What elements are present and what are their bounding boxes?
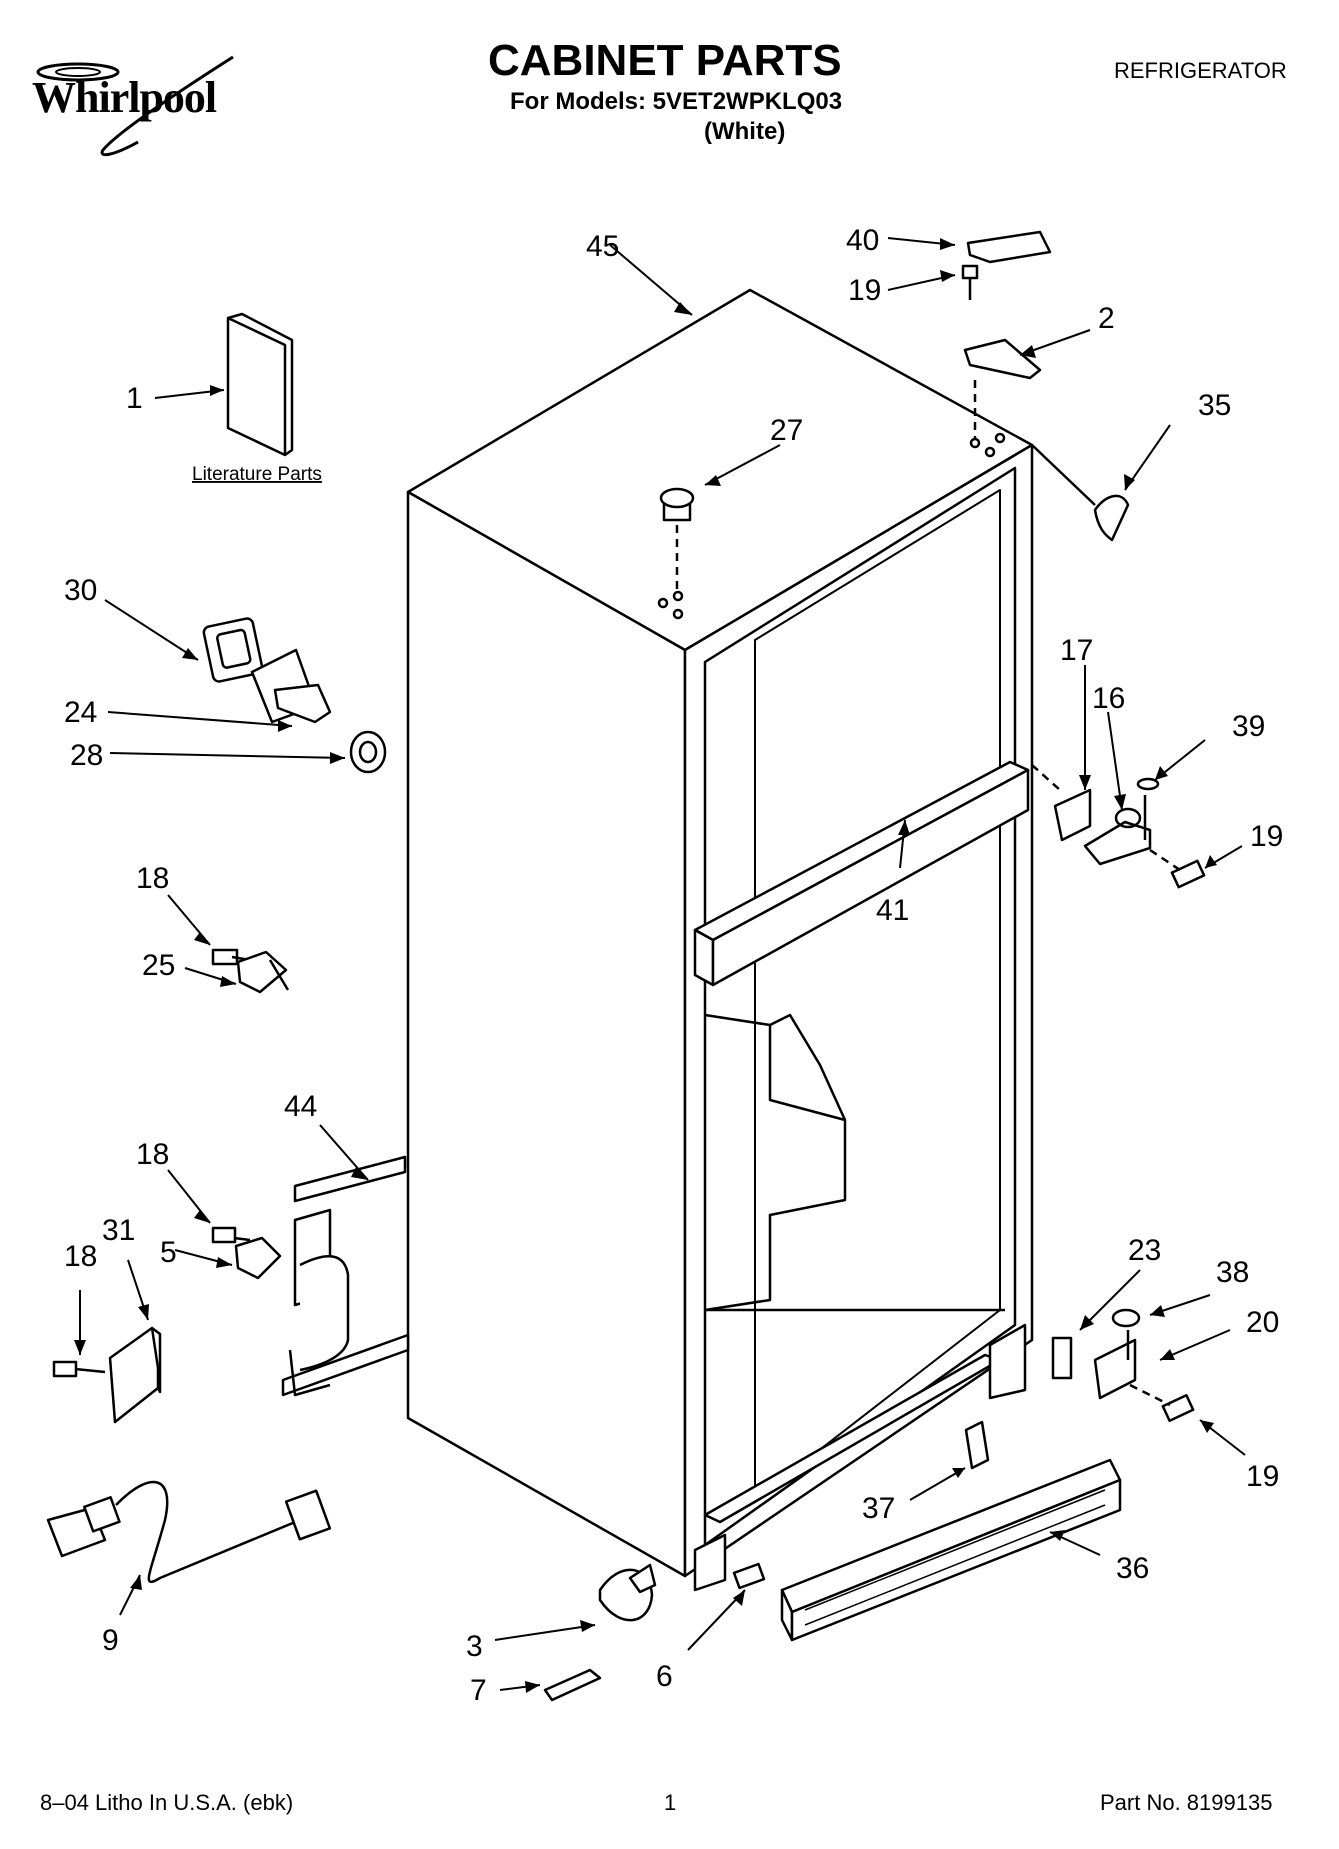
callout-38: 38 [1216,1256,1249,1289]
callout-25: 25 [142,949,175,982]
page-title: CABINET PARTS [488,36,842,85]
callout-3: 3 [466,1630,483,1663]
callout-40: 40 [846,224,879,257]
callout-19-mid: 19 [1250,820,1283,853]
callout-23: 23 [1128,1234,1161,1267]
cabinet-shell [406,288,1034,1592]
callout-31: 31 [102,1214,135,1247]
callout-39: 39 [1232,710,1265,743]
callout-18-c: 18 [64,1240,97,1273]
callout-18-a: 18 [136,862,169,895]
callout-28: 28 [70,739,103,772]
page-number: 1 [664,1790,677,1815]
callout-19-bottom: 19 [1246,1460,1279,1493]
callout-45: 45 [586,230,619,263]
callout-35: 35 [1198,389,1231,422]
product-category: REFRIGERATOR [1114,58,1287,83]
model-subtitle: For Models: 5VET2WPKLQ03 [510,88,843,115]
callout-17: 17 [1060,634,1093,667]
callout-36: 36 [1116,1552,1149,1585]
callout-19-top: 19 [848,274,881,307]
model-variant: (White) [704,118,786,145]
callout-41: 41 [876,894,909,927]
literature-parts-label: Literature Parts [192,464,322,485]
callout-37: 37 [862,1492,895,1525]
callout-9: 9 [102,1624,119,1657]
whirlpool-logo-icon [36,55,234,157]
callout-30: 30 [64,574,97,607]
callout-5: 5 [160,1236,177,1269]
callout-27: 27 [770,414,803,447]
callout-6: 6 [656,1660,673,1693]
callout-1: 1 [126,382,143,415]
brand-name: Whirlpool [32,73,217,122]
callout-2: 2 [1098,302,1115,335]
callout-24: 24 [64,696,97,729]
callout-7: 7 [470,1674,487,1707]
callout-20: 20 [1246,1306,1279,1339]
callout-18-b: 18 [136,1138,169,1171]
part-number: Part No. 8199135 [1100,1790,1273,1815]
callout-16: 16 [1092,682,1125,715]
callout-44: 44 [284,1090,317,1123]
print-info: 8–04 Litho In U.S.A. (ebk) [40,1790,294,1815]
